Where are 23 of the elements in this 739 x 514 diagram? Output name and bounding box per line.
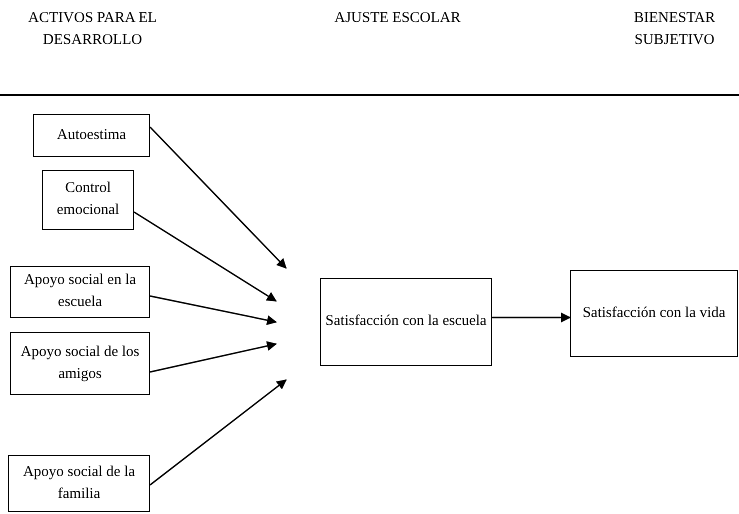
node-label: Satisfacción con la vida (582, 304, 726, 323)
node-label: Satisfacción con la escuela (325, 312, 487, 332)
process-box (570, 270, 738, 357)
process-box (10, 332, 150, 395)
node-label: Apoyo social en la escuela (22, 271, 138, 312)
arrow (150, 341, 277, 373)
node-label: Apoyo social de la familia (22, 462, 136, 504)
column-heading: AJUSTE ESCOLAR (333, 9, 462, 28)
arrow (492, 312, 571, 322)
column-heading: BIENESTAR SUBJETIVO (632, 9, 716, 50)
arrow (134, 211, 277, 302)
node-label: Autoestima (56, 126, 126, 145)
column-heading: ACTIVOS PARA EL DESARROLLO (27, 9, 158, 50)
process-box (33, 114, 150, 157)
arrow (149, 126, 287, 269)
node-label: Control emocional (56, 179, 120, 220)
process-box (10, 266, 150, 318)
node-label: Apoyo social de los amigos (20, 342, 140, 384)
process-box (320, 278, 492, 366)
arrow (150, 379, 287, 486)
process-box (8, 455, 150, 512)
process-box (42, 170, 134, 230)
arrow (150, 295, 277, 326)
